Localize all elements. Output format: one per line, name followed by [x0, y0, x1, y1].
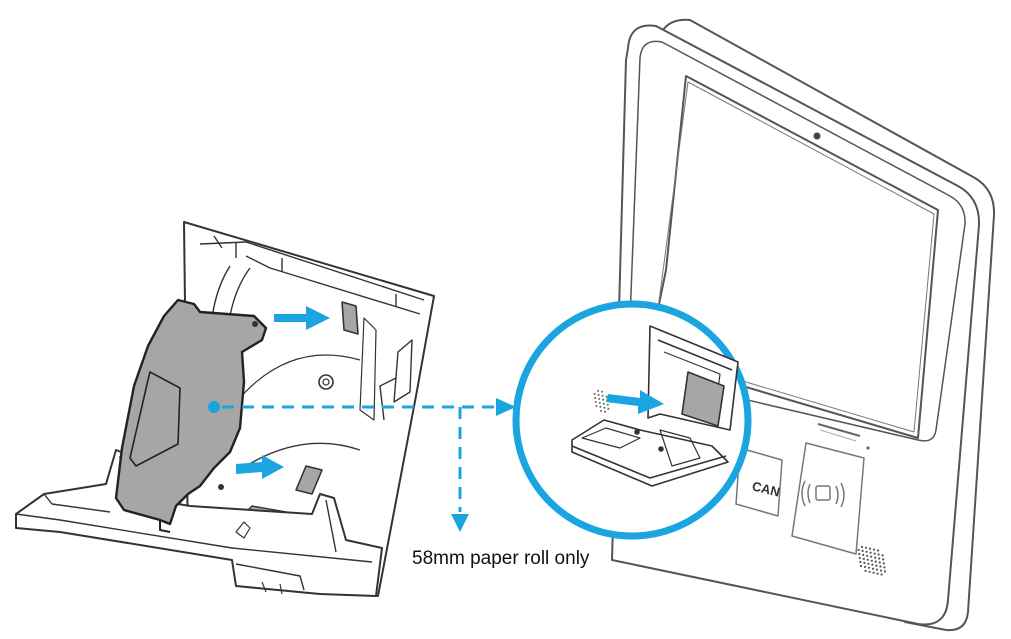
grille-dot [602, 398, 605, 401]
grille-dot [867, 566, 871, 569]
camera-dot-icon [813, 132, 821, 140]
grille-dot [866, 558, 869, 561]
nfc-reader-icon [801, 480, 845, 508]
grille-dot [871, 567, 875, 570]
grille-dot [859, 564, 863, 568]
grille-dot [881, 554, 884, 557]
grille-dot [876, 572, 879, 575]
arrow-right-icon [236, 455, 284, 479]
arrow-right-icon [606, 390, 664, 414]
grille-dot [877, 553, 880, 556]
grille-dot [868, 547, 872, 550]
grille-dot [875, 564, 878, 567]
grille-dot [601, 394, 604, 397]
grille-dot [874, 560, 877, 563]
grille-dot [606, 403, 609, 406]
printer-base-tray [15, 449, 383, 597]
grille-dot [882, 558, 885, 561]
grille-dot [862, 557, 865, 561]
grille-dot [880, 573, 883, 576]
grille-dot [869, 551, 872, 554]
slot-mark-lower [295, 465, 323, 495]
grille-dot [873, 552, 876, 555]
grille-dot [864, 546, 868, 549]
arrow-right-icon [274, 306, 330, 330]
zoom-detail-circle [512, 300, 752, 540]
dashed-guide [208, 401, 496, 512]
grille-dot [879, 565, 882, 568]
mount-screw-hole [318, 374, 334, 390]
grille-dot [861, 549, 864, 553]
grille-dot [597, 389, 599, 392]
grille-dot [876, 549, 880, 552]
kiosk-device: CAN [611, 18, 996, 632]
grille-dot [857, 548, 860, 552]
grille-dot [863, 565, 867, 569]
grille-dot [878, 561, 881, 564]
grille-dot [866, 554, 869, 557]
grille-dot [863, 561, 866, 565]
grille-dot [607, 407, 610, 410]
grille-dot [874, 556, 877, 559]
grille-dot [870, 555, 873, 558]
grille-dot [870, 559, 873, 562]
arrow-right-icon [496, 398, 516, 416]
grille-dot [871, 563, 874, 566]
grille-dot [595, 405, 598, 407]
grille-dot [864, 569, 867, 573]
grille-dot [599, 405, 602, 408]
grille-dot [879, 569, 883, 572]
grille-dot [883, 570, 887, 573]
grille-dot [882, 562, 885, 565]
nfc-pad [791, 442, 865, 555]
slot-mark-upper [341, 301, 359, 335]
grille-dot [883, 566, 886, 569]
arrow-down-icon [451, 514, 469, 532]
grille-dot [594, 401, 597, 403]
grille-dot [859, 560, 862, 564]
grille-dot [603, 406, 606, 409]
grille-dot [862, 553, 865, 557]
grille-dot [868, 570, 871, 573]
grille-dot [598, 401, 601, 404]
grille-dot [593, 393, 596, 395]
grille-dot [867, 562, 870, 565]
kiosk-inner-bezel [627, 40, 966, 442]
grille-dot [605, 395, 608, 398]
grille-dot [598, 397, 601, 400]
paper-roll-caption: 58mm paper roll only [412, 548, 590, 569]
grille-dot [604, 410, 606, 413]
paper-roll-holder [114, 298, 268, 533]
grille-dot [875, 568, 879, 571]
can-badge-recess [735, 447, 783, 517]
grille-dot [860, 545, 864, 549]
grille-dot [602, 402, 605, 405]
grille-dot [594, 397, 597, 399]
grille-dot [872, 571, 875, 574]
grille-dot [872, 548, 876, 551]
paper-exit-slot [817, 423, 861, 437]
grille-dot [878, 557, 881, 560]
zoom-printer [571, 325, 739, 487]
grille-dot [858, 556, 861, 560]
zoom-paper-holder [681, 371, 725, 427]
grille-dot [858, 552, 861, 556]
grille-dot [601, 390, 603, 393]
can-badge-label: CAN [751, 478, 782, 499]
grille-dot [600, 409, 602, 412]
grille-dot [865, 550, 868, 553]
grille-dot [597, 393, 600, 396]
speaker-grille-icon [857, 545, 887, 576]
